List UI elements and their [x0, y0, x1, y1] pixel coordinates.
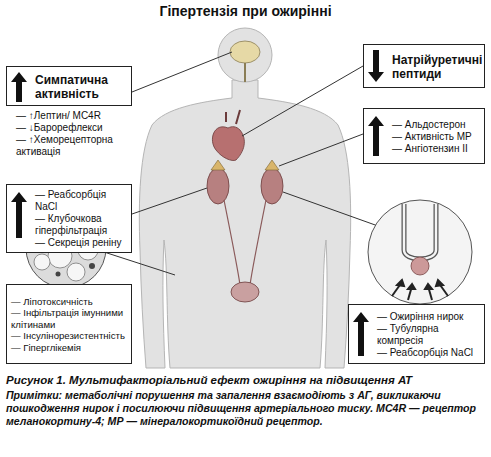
renal-tubule-lumen [404, 204, 436, 259]
list-item: — Інсулінорезистентність [11, 330, 128, 342]
list-item: — ↑Лептин/ MC4R [6, 110, 132, 122]
brain [230, 41, 260, 63]
renal-box: — Реабсорбція NaCl— Клубочкова гіперфіль… [6, 184, 132, 253]
list-item: — Ангіотензин II [392, 143, 481, 155]
list-item: — Ліпотоксичність [11, 296, 128, 308]
up-arrow-symbol [353, 312, 369, 356]
body-silhouette [139, 80, 350, 368]
sympathetic-box: Симпатична активність — ↑Лептин/ MC4R— ↓Б… [6, 66, 132, 162]
box-heading: Симпатична активність [6, 66, 132, 106]
glomerulus [411, 257, 429, 275]
caption-note: Примітки: метаболічні порушення та запал… [6, 389, 485, 428]
bladder [231, 282, 259, 302]
adrenal-glands [211, 160, 279, 170]
list-item: — Реабсорбція NaCl [35, 189, 128, 213]
up-arrow-symbol [11, 72, 27, 102]
figure-caption: Рисунок 1. Мультифакторіальний ефект ожи… [6, 373, 485, 387]
brain-stem [244, 63, 246, 82]
natriuretic-box: Натрійуретичні пептиди [363, 44, 485, 88]
box-heading: Натрійуретичні пептиди [392, 53, 481, 81]
kidney [261, 168, 283, 204]
list-item: — ↑Хеморецепторна активація [6, 134, 132, 158]
list-item: — Гіперглікемія [11, 342, 128, 354]
compression-arrows [392, 280, 448, 300]
ureters [224, 200, 266, 285]
kidney-compression-box: — Ожиріння нирок— Тубулярна компресія— Р… [348, 304, 485, 364]
figure-title: Гіпертензія при ожирінні [0, 3, 491, 19]
head-silhouette [218, 28, 272, 82]
hormone-box: — Альдостерон— Активність МР— Ангіотензи… [363, 108, 485, 164]
up-arrow-symbol [11, 192, 27, 238]
leader-lines [104, 52, 378, 275]
list-item: — Ожиріння нирок [377, 311, 481, 323]
list-item: — Клубочкова гіперфільтрація [35, 213, 128, 237]
adipose-box: — Ліпотоксичність— Інфільтрація імунними… [6, 284, 132, 364]
list-item: — Тубулярна компресія [377, 323, 481, 347]
down-arrow-symbol [368, 50, 384, 82]
list-item: — Активність МР [392, 131, 481, 143]
list-item: — Інфільтрація імунними клітинами [11, 307, 128, 330]
heart [212, 127, 244, 161]
heart-vessels [226, 110, 240, 124]
list-item: — Альдостерон [392, 119, 481, 131]
list-item: — Реабсорбція NaCl [377, 347, 481, 359]
renal-tubule [404, 204, 436, 259]
up-arrow-symbol [368, 116, 384, 156]
kidney [207, 168, 229, 204]
list-item: — Секреція реніну [35, 237, 128, 249]
list-item: — ↓Барорефлекси [6, 122, 132, 134]
nephron-zoom-circle [368, 200, 472, 304]
